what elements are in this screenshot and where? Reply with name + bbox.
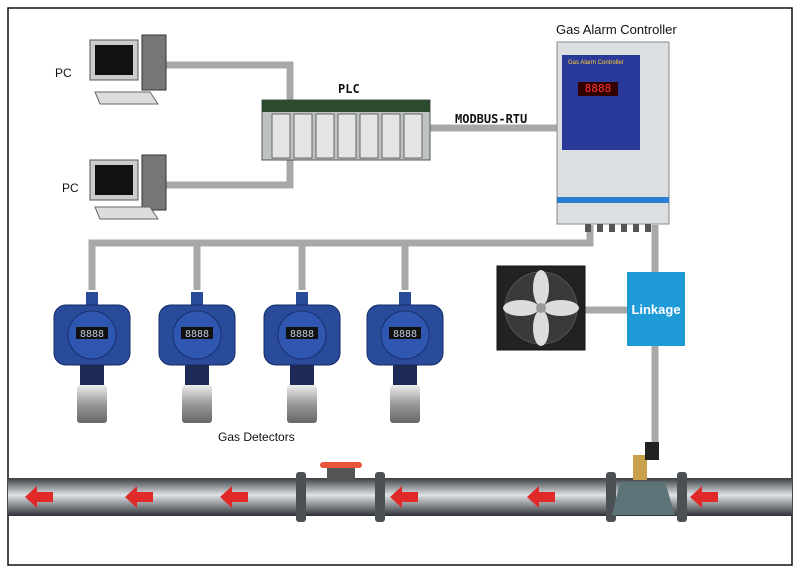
exhaust-fan-icon — [496, 265, 586, 351]
controller-panel-label: Gas Alarm Controller — [568, 60, 624, 66]
gas-alarm-controller-icon — [556, 41, 670, 232]
pc-label: PC — [55, 66, 72, 80]
controller-label: Gas Alarm Controller — [556, 22, 677, 37]
detector-display: 8888 — [393, 329, 417, 340]
protocol-label: MODBUS-RTU — [455, 112, 528, 126]
detector-display: 8888 — [185, 329, 209, 340]
detector-display: 8888 — [80, 329, 104, 340]
controller-display: 8888 — [584, 82, 612, 95]
flow-arrow-icon — [690, 486, 718, 508]
solenoid-valve-icon — [612, 442, 675, 515]
flow-arrow-icon — [527, 486, 555, 508]
flow-arrow-icon — [220, 486, 248, 508]
pc-icon — [89, 154, 167, 220]
pc-icon — [89, 34, 167, 105]
gas-detector-icon: 8888 — [263, 292, 341, 423]
detectors-label: Gas Detectors — [218, 430, 295, 444]
flow-arrow-icon — [390, 486, 418, 508]
wiring — [88, 61, 659, 450]
linkage-box: Linkage — [627, 272, 685, 346]
flow-arrow-icon — [25, 486, 53, 508]
plc-icon — [261, 99, 431, 161]
pc-label: PC — [62, 181, 79, 195]
gas-detector-icon: 8888 — [366, 292, 444, 423]
gas-detector-icon: 8888 — [158, 292, 236, 423]
gas-detector-icon: 8888 — [53, 292, 131, 423]
ball-valve-icon — [320, 462, 362, 480]
plc-label: PLC — [338, 82, 360, 96]
frame — [7, 7, 793, 566]
detector-display: 8888 — [290, 329, 314, 340]
flow-arrow-icon — [125, 486, 153, 508]
